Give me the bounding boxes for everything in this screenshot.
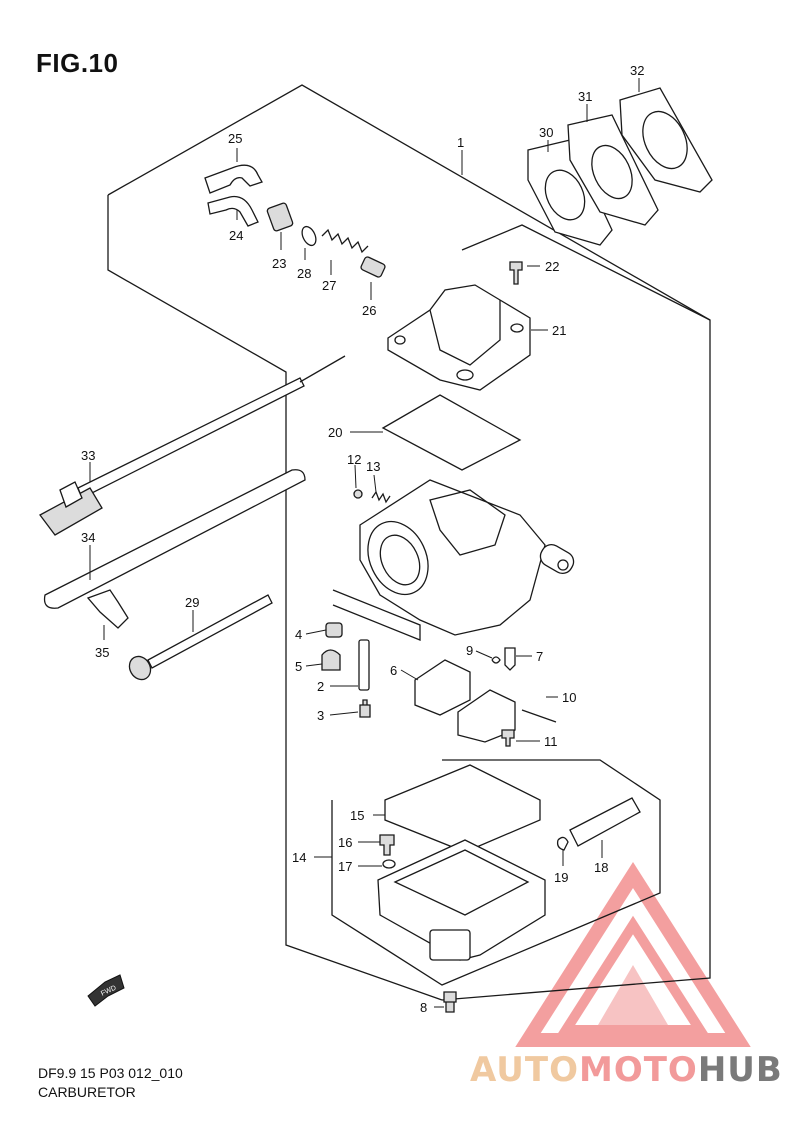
jet-12 [353,489,363,499]
callout-labels: 1 2 3 4 5 6 7 8 9 10 11 12 13 14 15 16 1… [81,63,644,1015]
watermark-triangle-logo [515,861,751,1047]
leader-lines [89,78,640,1008]
callout-15: 15 [350,808,364,823]
clip-19 [556,836,569,851]
figure-caption: DF9.9 15 P03 012_010 CARBURETOR [38,1064,183,1102]
assembly-outline [107,84,711,1001]
spring-13 [371,490,391,504]
hose-24 [207,195,259,227]
callout-24: 24 [229,228,243,243]
figure-title: FIG.10 [36,48,119,78]
callout-4: 4 [295,627,302,642]
jet-5 [321,649,341,671]
jet-bracket-lines [332,589,421,641]
elbow-fitting-25 [204,164,263,194]
choke-cable-33 [39,355,346,536]
callout-2: 2 [317,679,324,694]
callout-14: 14 [292,850,306,865]
nozzle-2 [358,639,370,691]
float-6 [414,659,516,743]
float-pin-10 [521,709,557,723]
callout-35: 35 [95,645,109,660]
union-23 [266,202,294,232]
callout-34: 34 [81,530,95,545]
intake-gasket-31 [567,114,659,226]
callout-13: 13 [366,459,380,474]
diaphragm-gasket-20 [381,394,522,471]
drain-screw-16 [379,834,395,856]
callout-1: 1 [457,135,464,150]
float-chamber-box [331,759,661,986]
callout-17: 17 [338,859,352,874]
callout-27: 27 [322,278,336,293]
spring-27 [321,228,369,254]
callout-5: 5 [295,659,302,674]
screw-22 [509,261,523,285]
caption-code: DF9.9 15 P03 012_010 [38,1065,183,1081]
forward-arrow: FWD [87,974,125,1007]
needle-valve-7 [504,647,516,671]
callout-6: 6 [390,663,397,678]
callout-18: 18 [594,860,608,875]
callout-30: 30 [539,125,553,140]
callout-31: 31 [578,89,592,104]
callout-19: 19 [554,870,568,885]
callout-8: 8 [420,1000,427,1015]
watermark-moto: MOTO [578,1050,698,1090]
callout-3: 3 [317,708,324,723]
clip-9 [491,656,501,664]
callout-22: 22 [545,259,559,274]
watermark-hub: HUB [697,1050,783,1090]
intake-gasket-32 [619,87,713,193]
watermark-auto: AUTO [470,1050,579,1090]
callout-7: 7 [536,649,543,664]
float-chamber-14 [377,839,546,961]
callout-29: 29 [185,595,199,610]
callout-33: 33 [81,448,95,463]
bolt-29 [128,594,273,681]
o-ring-28 [301,225,317,247]
pilot-jet-3 [359,699,371,718]
clamp-35 [86,589,129,629]
callout-9: 9 [466,643,473,658]
carburetor-cover-21 [387,284,531,391]
callout-23: 23 [272,256,286,271]
callout-21: 21 [552,323,566,338]
callout-25: 25 [228,131,242,146]
valve-26 [360,256,386,278]
o-ring-17 [382,859,396,869]
hose-34 [43,469,306,609]
callout-32: 32 [630,63,644,78]
carburetor-body [359,479,575,636]
jet-4 [325,622,343,638]
callout-26: 26 [362,303,376,318]
float-chamber-gasket-15 [384,764,541,853]
callout-20: 20 [328,425,342,440]
watermark-logo-text: AUTOMOTOHUB [470,1050,783,1090]
callout-10: 10 [562,690,576,705]
callout-16: 16 [338,835,352,850]
callout-11: 11 [544,734,558,749]
caption-name: CARBURETOR [38,1084,136,1100]
drain-screw-8 [443,991,457,1013]
hose-18 [569,797,641,847]
screw-11 [501,729,515,747]
callout-28: 28 [297,266,311,281]
callout-12: 12 [347,452,361,467]
